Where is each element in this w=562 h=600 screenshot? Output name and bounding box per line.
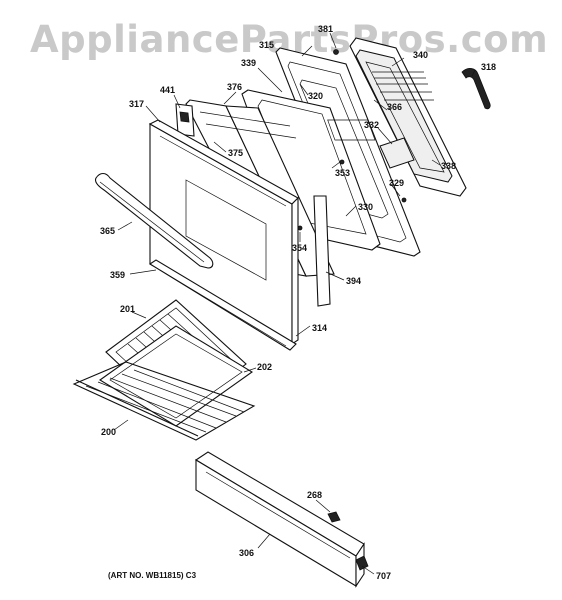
- label-200: 200: [101, 427, 116, 437]
- door-gasket-part: [461, 68, 491, 110]
- label-375: 375: [228, 148, 243, 158]
- label-318: 318: [481, 62, 496, 72]
- inner-door-panel-part: [275, 47, 421, 257]
- label-201: 201: [120, 304, 135, 314]
- label-441: 441: [160, 85, 175, 95]
- drawer-stop-part: [355, 555, 369, 571]
- oven-rack-part: [72, 361, 256, 441]
- label-340: 340: [413, 50, 428, 60]
- label-339: 339: [241, 58, 256, 68]
- label-394: 394: [346, 276, 361, 286]
- outer-door-frame-part: [349, 37, 467, 197]
- label-376: 376: [227, 82, 242, 92]
- label-354: 354: [292, 243, 307, 253]
- label-366: 366: [387, 102, 402, 112]
- door-side-rail-part: [313, 195, 331, 307]
- door-insulation-part: [379, 137, 415, 169]
- label-707: 707: [376, 571, 391, 581]
- label-317: 317: [129, 99, 144, 109]
- drawer-glide-part: [327, 511, 341, 523]
- label-320: 320: [308, 91, 323, 101]
- storage-drawer-part: [194, 451, 365, 588]
- label-353: 353: [335, 168, 350, 178]
- screw-part: [297, 49, 407, 231]
- label-315: 315: [259, 40, 274, 50]
- label-314: 314: [312, 323, 327, 333]
- label-202: 202: [257, 362, 272, 372]
- leader-lines: [113, 32, 476, 575]
- label-268: 268: [307, 490, 322, 500]
- door-handle-part: [94, 172, 214, 269]
- label-381: 381: [318, 24, 333, 34]
- door-liner-part: [241, 89, 381, 251]
- art-number-label: (ART NO. WB11815) C3: [108, 571, 197, 580]
- label-329: 329: [389, 178, 404, 188]
- label-332: 332: [364, 120, 379, 130]
- label-365: 365: [100, 226, 115, 236]
- door-bottom-trim-part: [148, 259, 297, 351]
- label-338: 338: [441, 161, 456, 171]
- front-door-panel-part: [148, 119, 299, 346]
- label-330: 330: [358, 202, 373, 212]
- hinge-bracket-part: [175, 103, 195, 137]
- label-306: 306: [239, 548, 254, 558]
- label-359: 359: [110, 270, 125, 280]
